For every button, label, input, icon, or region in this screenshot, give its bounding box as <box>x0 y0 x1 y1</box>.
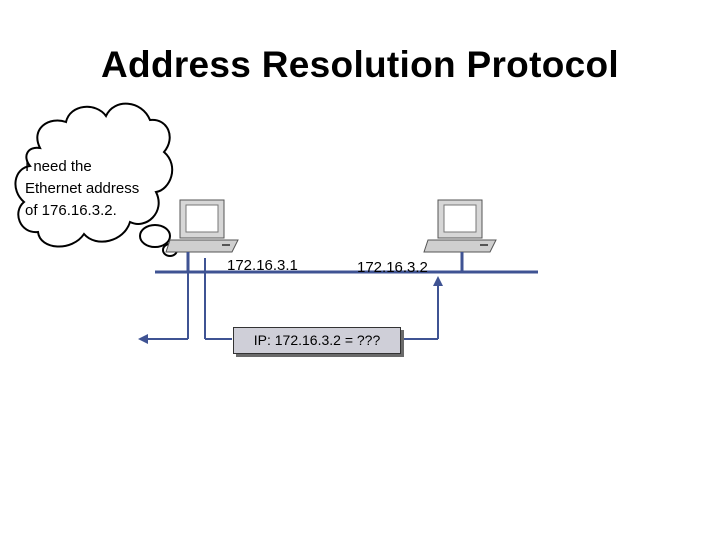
thought-bubble-text: I need the Ethernet address of 176.16.3.… <box>25 156 175 222</box>
computer-icon-host-a <box>165 199 239 253</box>
slide-title: Address Resolution Protocol <box>101 44 619 85</box>
thought-line: I need the <box>25 158 92 175</box>
thought-bubble-puff-large <box>139 224 171 248</box>
broadcast-arrow-left-icon <box>138 334 148 344</box>
thought-line: of 176.16.3.2. <box>25 202 117 219</box>
arp-request-packet: IP: 172.16.3.2 = ??? <box>233 327 401 354</box>
thought-bubble <box>14 102 174 248</box>
host-a-ip-label: 172.16.3.1 <box>227 257 298 274</box>
host-b-ip-label: 172.16.3.2 <box>357 259 428 276</box>
request-arrow-up-icon <box>433 276 443 286</box>
computer-icon-host-b <box>423 199 497 253</box>
thought-line: Ethernet address <box>25 180 140 197</box>
